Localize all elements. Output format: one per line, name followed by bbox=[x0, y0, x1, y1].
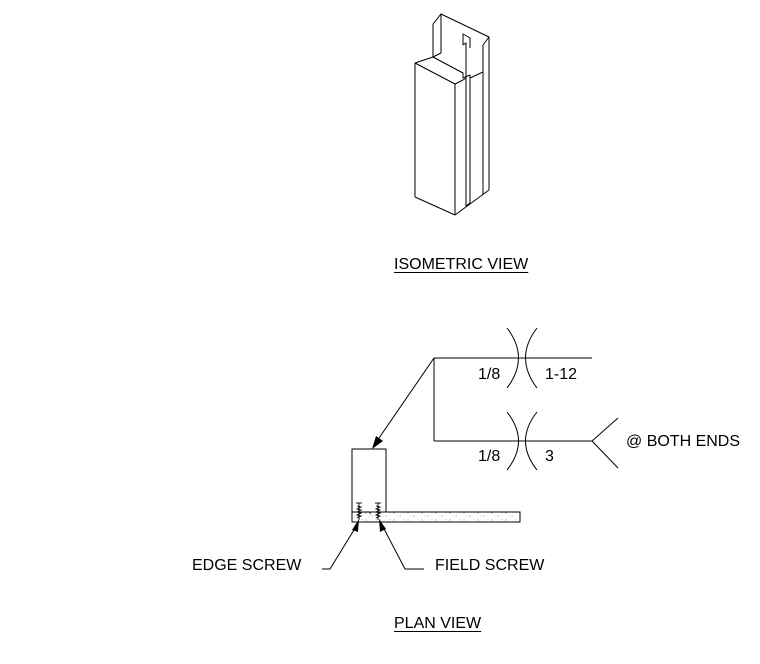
plan-view-title: PLAN VIEW bbox=[394, 615, 482, 632]
field-screw-symbol bbox=[374, 502, 382, 520]
weld-length-bottom-label: 3 bbox=[545, 448, 554, 465]
edge-screw-arrowhead bbox=[352, 519, 359, 532]
field-screw-arrowhead bbox=[379, 519, 386, 532]
edge-screw-label: EDGE SCREW bbox=[192, 557, 302, 574]
weld-symbol bbox=[376, 327, 619, 471]
isometric-view-title: ISOMETRIC VIEW bbox=[394, 256, 529, 273]
weld-size-top-label: 1/8 bbox=[478, 366, 501, 383]
weld-tail-note: @ BOTH ENDS bbox=[626, 433, 741, 450]
isometric-post bbox=[414, 13, 490, 216]
field-screw-leader bbox=[381, 524, 424, 570]
field-screw-label: FIELD SCREW bbox=[435, 557, 545, 574]
stud-section bbox=[351, 448, 387, 513]
edge-screw-symbol bbox=[355, 502, 363, 520]
weld-length-pitch-top-label: 1-12 bbox=[545, 366, 578, 383]
weld-size-bottom-label: 1/8 bbox=[478, 448, 501, 465]
weld-arrowhead bbox=[372, 436, 383, 449]
sheathing-board bbox=[351, 511, 521, 523]
edge-screw-leader bbox=[322, 524, 358, 570]
